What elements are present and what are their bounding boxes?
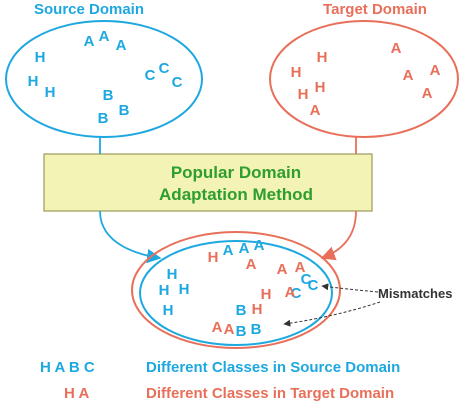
method-title-line1: Popular Domain (171, 163, 301, 182)
combined-source-letter: A (239, 240, 250, 257)
target-letter: H (317, 49, 328, 66)
combined-target-letter: A (212, 319, 223, 336)
target-letter: H (315, 79, 326, 96)
target-letter: A (391, 40, 402, 57)
combined-source-letter: B (251, 321, 262, 338)
source-domain-title: Source Domain (34, 1, 144, 18)
target-letter: H (298, 86, 309, 103)
target-domain-ellipse (269, 20, 459, 138)
target-flow-arrow (322, 137, 357, 258)
legend-target-letters: H A (64, 385, 89, 402)
source-letter: A (116, 37, 127, 54)
combined-target-letter: A (285, 284, 296, 301)
combined-target-letter: H (252, 301, 263, 318)
combined-source-letter: B (236, 323, 247, 340)
source-flow-arrow (99, 137, 160, 258)
source-letter: H (35, 49, 46, 66)
source-letter: H (28, 73, 39, 90)
combined-source-letter: C (301, 271, 312, 288)
method-title-line2: Adaptation Method (159, 185, 313, 204)
legend-source-text: Different Classes in Source Domain (146, 359, 400, 376)
mismatch-arrow-upper (321, 283, 379, 293)
combined-target-letter: A (246, 256, 257, 273)
target-letter: A (430, 62, 441, 79)
source-letter: A (99, 28, 110, 45)
combined-source-ellipse (139, 240, 333, 346)
combined-target-letter: A (224, 321, 235, 338)
combined-source-letter: H (167, 266, 178, 283)
source-letter: A (84, 33, 95, 50)
target-letter: A (310, 102, 321, 119)
source-letter: C (145, 67, 156, 84)
method-box (43, 153, 373, 212)
source-domain-ellipse (5, 20, 203, 138)
source-letter: B (119, 102, 130, 119)
combined-source-letter: H (179, 281, 190, 298)
combined-source-letter: C (291, 285, 302, 302)
target-letter: H (291, 64, 302, 81)
combined-source-letter: C (308, 277, 319, 294)
combined-source-letter: A (254, 237, 265, 254)
source-letter: B (103, 87, 114, 104)
target-letter: A (422, 85, 433, 102)
combined-target-letter: H (208, 249, 219, 266)
combined-target-letter: A (277, 261, 288, 278)
target-domain-title: Target Domain (323, 1, 427, 18)
source-letter: C (172, 74, 183, 91)
mismatches-label: Mismatches (378, 286, 452, 301)
source-letter: H (45, 84, 56, 101)
combined-source-letter: A (223, 242, 234, 259)
combined-target-letter: A (295, 259, 306, 276)
combined-source-letter: H (159, 282, 170, 299)
legend-source-letters: H A B C (40, 359, 95, 376)
combined-target-ellipse (131, 231, 341, 349)
source-letter: B (98, 110, 109, 127)
combined-source-letter: B (236, 302, 247, 319)
source-letter: C (159, 60, 170, 77)
target-letter: A (403, 67, 414, 84)
legend-target-text: Different Classes in Target Domain (146, 385, 394, 402)
combined-source-letter: H (163, 302, 174, 319)
combined-target-letter: H (261, 286, 272, 303)
